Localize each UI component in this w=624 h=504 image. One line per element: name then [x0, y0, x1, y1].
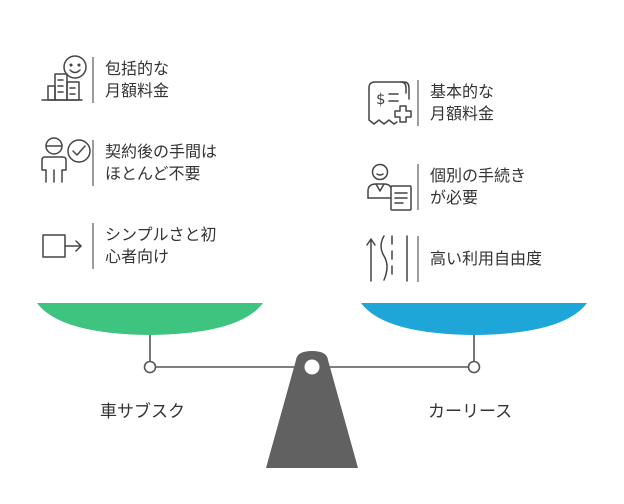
fulcrum-pin — [304, 359, 320, 375]
left-feature-3: シンプルさと初 心者向け — [105, 224, 217, 268]
fulcrum-base — [266, 351, 358, 468]
right-feature-3: 高い利用自由度 — [430, 248, 542, 270]
right-feature-2-line-2: が必要 — [430, 188, 479, 207]
left-feature-2-line-1: 契約後の手間は — [105, 142, 218, 161]
right-pivot — [467, 360, 481, 374]
monthly-fee-smile-icon — [41, 55, 87, 101]
left-pan — [37, 303, 263, 335]
left-feature-2-line-2: ほとんど不要 — [105, 164, 201, 183]
right-feature-1-line-1: 基本的な — [430, 82, 495, 101]
left-pivot — [143, 360, 157, 374]
right-feature-2-line-1: 個別の手続き — [430, 166, 527, 185]
svg-text:$: $ — [376, 90, 386, 108]
right-feature-3-line-1: 高い利用自由度 — [430, 249, 543, 268]
road-lanes-icon — [366, 235, 408, 282]
person-check-icon — [41, 137, 91, 183]
right-feature-2: 個別の手続き が必要 — [430, 165, 526, 209]
right-feature-1-line-2: 月額料金 — [430, 104, 495, 123]
right-pan — [361, 303, 587, 335]
left-feature-3-line-1: シンプルさと初 — [105, 225, 217, 244]
left-feature-1-line-2: 月額料金 — [105, 81, 170, 100]
left-feature-2: 契約後の手間は ほとんど不要 — [105, 141, 217, 185]
receipt-plus-icon: $ — [368, 81, 412, 125]
arrow-exit-icon — [42, 234, 82, 258]
right-feature-1: 基本的な 月額料金 — [430, 81, 494, 125]
person-document-icon — [367, 163, 412, 211]
left-feature-1: 包括的な 月額料金 — [105, 58, 169, 102]
right-option-title: カーリース — [428, 402, 513, 422]
left-feature-1-line-1: 包括的な — [105, 59, 170, 78]
left-option-title: 車サブスク — [100, 402, 185, 422]
left-feature-3-line-2: 心者向け — [105, 247, 170, 266]
